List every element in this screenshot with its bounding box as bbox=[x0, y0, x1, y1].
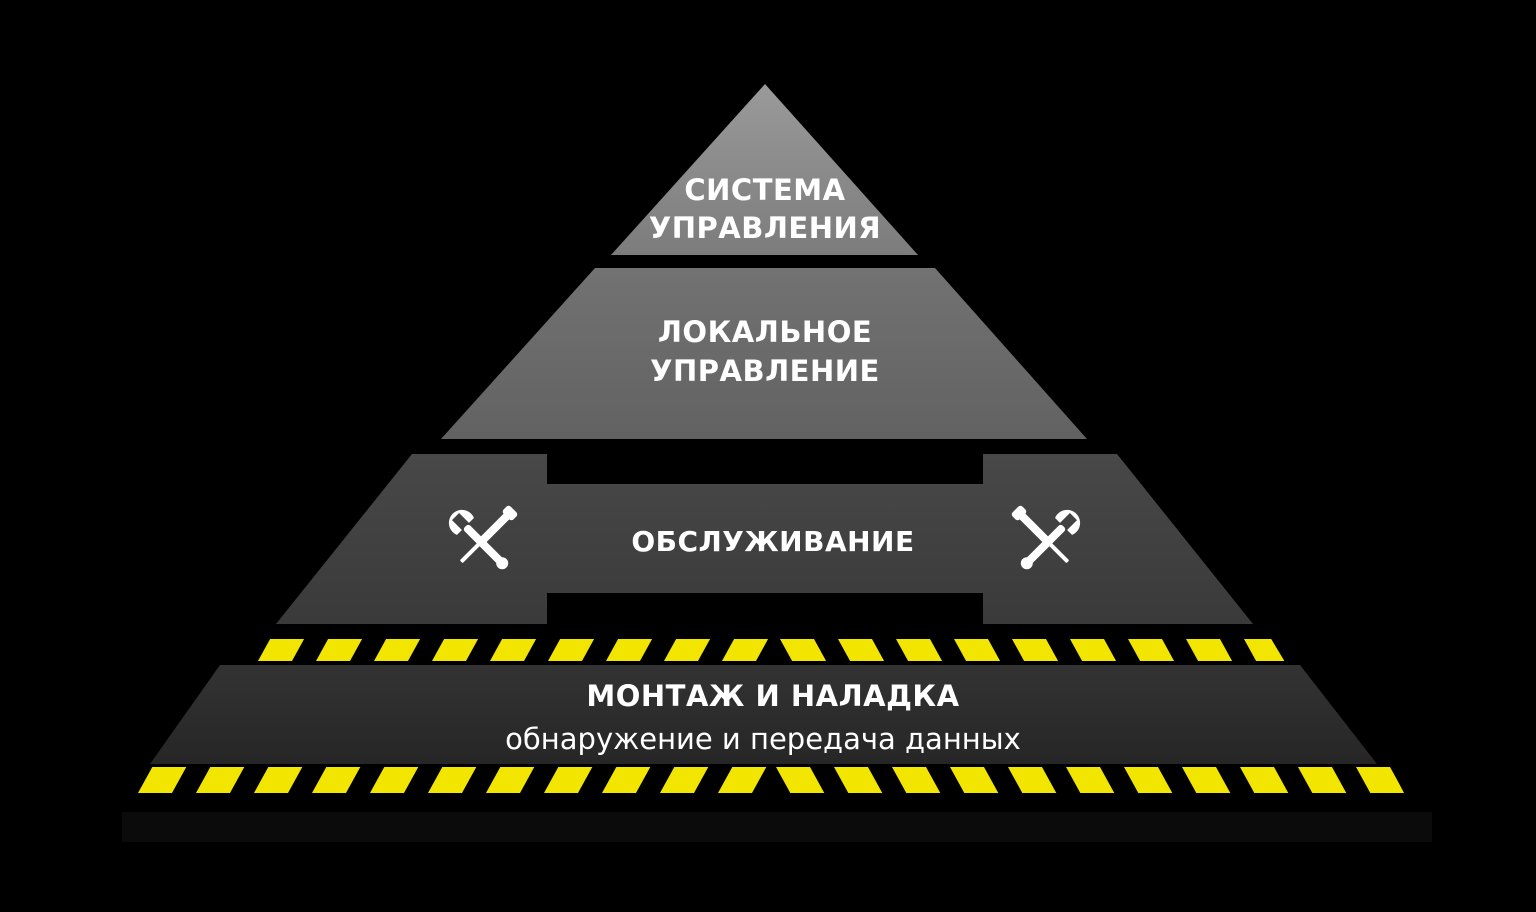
hazard-stripe bbox=[1066, 767, 1115, 793]
hazard-stripe bbox=[258, 639, 305, 661]
hazard-stripe bbox=[486, 767, 535, 793]
wrench-screwdriver-icon bbox=[448, 505, 518, 570]
hazard-stripe bbox=[432, 639, 479, 661]
tier-3-shape bbox=[276, 454, 1253, 624]
tier-4-title: МОНТАЖ И НАЛАДКА bbox=[586, 679, 959, 713]
hazard-stripe bbox=[1186, 639, 1233, 661]
tier-1-shape bbox=[611, 84, 918, 255]
hazard-stripe bbox=[1298, 767, 1347, 793]
hazard-stripe bbox=[312, 767, 361, 793]
tier-1-label-line-1: СИСТЕМА bbox=[684, 173, 845, 207]
hazard-band-upper bbox=[258, 639, 1285, 661]
wrench-screwdriver-icon bbox=[1011, 505, 1081, 570]
hazard-stripe bbox=[316, 639, 363, 661]
floor-reflection bbox=[122, 812, 1432, 842]
hazard-stripe bbox=[776, 767, 825, 793]
hazard-stripe bbox=[718, 767, 767, 793]
tier-4-subtitle: обнаружение и передача данных bbox=[505, 722, 1021, 756]
hazard-stripe bbox=[954, 639, 1001, 661]
hazard-stripe bbox=[838, 639, 885, 661]
hazard-stripe bbox=[602, 767, 651, 793]
hazard-stripe bbox=[138, 767, 187, 793]
tier-3-label: ОБСЛУЖИВАНИЕ bbox=[631, 525, 914, 558]
hazard-stripe bbox=[664, 639, 711, 661]
tier-2-shape bbox=[441, 268, 1087, 439]
hazard-stripe bbox=[544, 767, 593, 793]
hazard-stripe bbox=[892, 767, 941, 793]
hazard-stripe bbox=[606, 639, 653, 661]
hazard-stripe bbox=[1124, 767, 1173, 793]
hazard-stripe bbox=[196, 767, 245, 793]
hazard-stripe bbox=[490, 639, 537, 661]
hazard-stripe bbox=[660, 767, 709, 793]
hazard-stripe bbox=[548, 639, 595, 661]
hazard-stripe bbox=[1128, 639, 1175, 661]
hazard-stripe bbox=[1182, 767, 1231, 793]
tier-2-label-line-2: УПРАВЛЕНИЕ bbox=[650, 354, 880, 388]
hazard-stripe bbox=[950, 767, 999, 793]
hazard-stripe bbox=[370, 767, 419, 793]
hazard-stripe bbox=[1012, 639, 1059, 661]
hazard-stripe bbox=[1070, 639, 1117, 661]
hazard-stripe bbox=[834, 767, 883, 793]
hazard-stripe bbox=[896, 639, 943, 661]
tier-2-label-line-1: ЛОКАЛЬНОЕ bbox=[658, 315, 872, 349]
hazard-stripe bbox=[722, 639, 769, 661]
hazard-stripe bbox=[780, 639, 827, 661]
hazard-stripe bbox=[254, 767, 303, 793]
hazard-band-lower bbox=[138, 767, 1405, 793]
hazard-stripe bbox=[428, 767, 477, 793]
tier-1-label-line-2: УПРАВЛЕНИЯ bbox=[649, 211, 881, 245]
hazard-stripe bbox=[1240, 767, 1289, 793]
hazard-stripe bbox=[1008, 767, 1057, 793]
hazard-stripe bbox=[1356, 767, 1405, 793]
hazard-stripe bbox=[374, 639, 421, 661]
tier-4-shape bbox=[150, 665, 1377, 764]
